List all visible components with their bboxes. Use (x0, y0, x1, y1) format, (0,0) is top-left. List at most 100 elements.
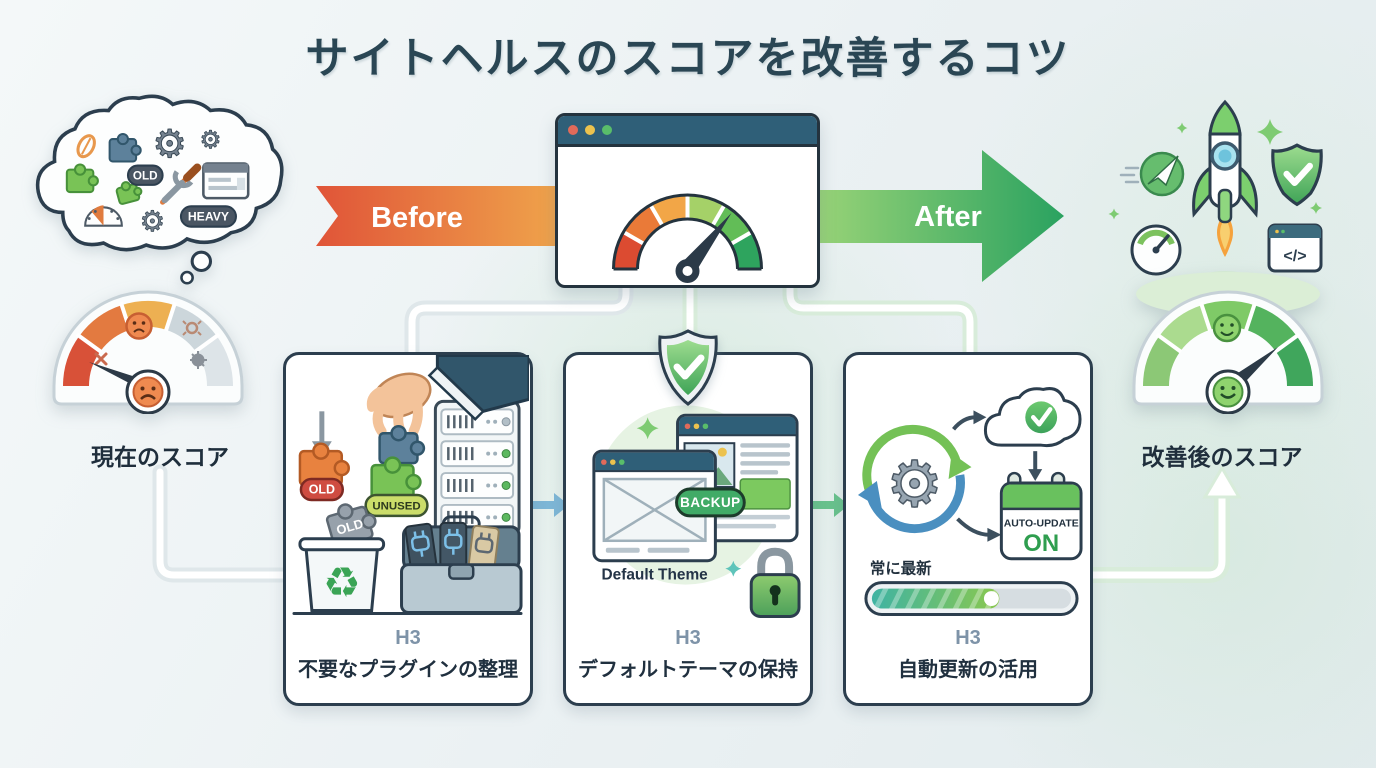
gear-small-icon: ⚙ (200, 127, 222, 154)
rocket-icon (1192, 99, 1258, 257)
lock-icon (749, 547, 801, 618)
puzzle-piece-gray-icon: OLD (325, 503, 377, 548)
after-band-shape (818, 150, 1064, 282)
smiley-face-hub-icon (1212, 376, 1244, 408)
center-gauge (612, 193, 763, 283)
wrench-icon (161, 170, 194, 204)
card2-heading: デフォルトテーマの保持 (578, 659, 798, 681)
auto-update-illustration: ⚙ (857, 387, 1083, 616)
auto-update-label: AUTO-UPDATE (1004, 518, 1079, 529)
current-score-label: 現在のスコア (91, 444, 229, 470)
puzzle-piece-green-icon (65, 163, 99, 194)
svg-text:HEAVY: HEAVY (188, 210, 229, 224)
speedometer-icon (1130, 224, 1182, 276)
connector-browser-card3 (786, 282, 974, 360)
heavy-badge: HEAVY (179, 205, 237, 228)
default-theme-caption: Default Theme (602, 567, 709, 584)
svg-text:OLD: OLD (335, 516, 365, 538)
hand-icon (366, 355, 529, 441)
default-theme-illustration: BACKUP Default Theme (592, 405, 801, 618)
server-rack-icon (433, 399, 521, 537)
plugin-cleanup-illustration: OLD UNUSED OLD ♻ (292, 355, 529, 615)
sad-face-hub-icon (132, 376, 164, 408)
before-band-shape (316, 186, 558, 246)
card1-eyebrow: H3 (395, 627, 421, 649)
browser-titlebar (558, 116, 817, 147)
card1-heading: 不要なプラグインの整理 (298, 659, 518, 681)
bean-icon (76, 134, 96, 159)
auto-update-calendar: AUTO-UPDATE ON (999, 471, 1083, 561)
gauge-mini-icon (84, 205, 123, 227)
cloud-check-icon (983, 387, 1082, 448)
connector-glow (404, 278, 634, 364)
plugin-card-icon (439, 521, 468, 568)
puzzle-piece-old-icon (115, 181, 143, 205)
card-default-theme: BACKUP Default Theme H3 デフォルトテーマの保持 (563, 329, 813, 706)
traffic-light-green (602, 125, 612, 135)
card2-eyebrow: H3 (675, 627, 701, 649)
auto-update-state: ON (1023, 530, 1059, 557)
gear-icon: ⚙ (886, 448, 943, 520)
card3-heading: 自動更新の活用 (898, 659, 1038, 681)
arrow-card2-card3 (805, 493, 849, 517)
recycle-symbol-icon: ♻ (323, 559, 360, 606)
connector-card3-gauge (1085, 490, 1226, 579)
update-progress-bar (864, 581, 1079, 616)
page-title: サイトヘルスのスコアを改善するコツ (305, 35, 1071, 83)
arrow-gear-calendar (956, 517, 1002, 542)
gear-bottom-icon: ⚙ (140, 206, 166, 238)
broken-piece-icon (94, 352, 108, 366)
code-window-icon: </> (1267, 223, 1323, 273)
improved-score-gauge (1132, 272, 1324, 414)
connector-gauge-card1 (156, 468, 291, 579)
sparkle-icons (1108, 119, 1322, 220)
traffic-light-yellow (585, 125, 595, 135)
sparkle-icon (636, 417, 659, 440)
shield-check-icon (1271, 143, 1323, 207)
plugin-card-icon (467, 524, 500, 573)
puzzle-piece-blue-icon (108, 132, 142, 163)
up-arrowhead (1202, 465, 1242, 499)
speed-badge-icon (1119, 151, 1185, 197)
smiley-face-icon (1212, 313, 1242, 343)
progress-knob (983, 591, 999, 607)
arrow-card1-card2 (525, 493, 569, 517)
improved-score-label: 改善後のスコア (1141, 444, 1303, 470)
always-latest-caption: 常に最新 (870, 559, 932, 578)
sad-face-icon (125, 312, 153, 340)
unused-badge: UNUSED (364, 493, 429, 518)
current-score-gauge (52, 290, 244, 414)
before-label: Before (371, 202, 463, 234)
card3-eyebrow: H3 (955, 627, 981, 649)
virus-icon (190, 351, 207, 369)
svg-text:OLD: OLD (133, 169, 158, 182)
traffic-light-red (568, 125, 578, 135)
browser-mini-icon (202, 162, 250, 200)
browser-window (555, 113, 820, 288)
update-cycle-icon: ⚙ (857, 424, 972, 534)
gear-icon: ⚙ (152, 123, 187, 166)
puzzle-piece-orange-icon (298, 442, 350, 487)
arrow-to-cloud (952, 410, 987, 431)
thought-bubble-small (180, 270, 194, 285)
bug-icon (182, 320, 202, 336)
plugin-card-icon (404, 522, 438, 571)
after-label: After (914, 201, 982, 233)
card-plugin-cleanup: OLD UNUSED OLD ♻ (283, 352, 533, 706)
card-auto-update: ⚙ (843, 352, 1093, 706)
svg-text:UNUSED: UNUSED (372, 500, 420, 512)
recycle-bin-icon: ♻ (298, 537, 386, 612)
default-theme-window (592, 449, 717, 563)
sparkle-icon (725, 560, 742, 577)
svg-text:BACKUP: BACKUP (680, 495, 740, 510)
connector-browser-card1 (408, 282, 630, 360)
problem-thought-cloud: ⚙ ⚙ OLD (35, 94, 284, 285)
shield-check-icon (658, 329, 718, 406)
svg-text:</>: </> (1283, 248, 1306, 265)
old-badge: OLD (299, 477, 345, 502)
toolbox-icon (400, 515, 523, 614)
old-badge: OLD (126, 164, 164, 186)
svg-text:OLD: OLD (309, 483, 335, 497)
